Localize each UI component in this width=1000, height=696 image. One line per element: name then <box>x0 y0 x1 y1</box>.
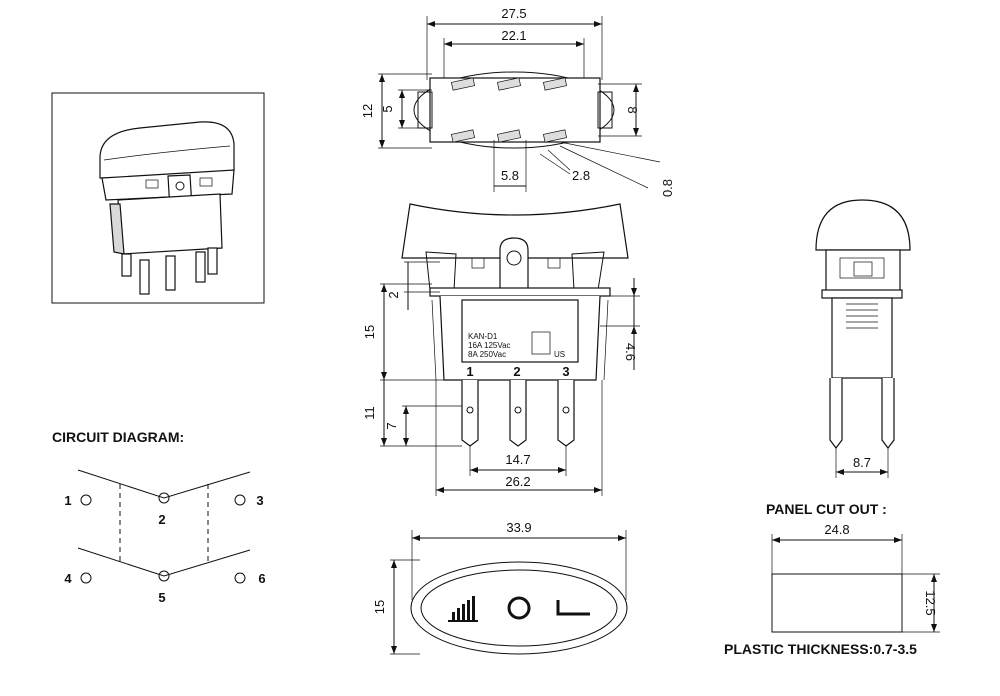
circuit-pin-1: 1 <box>64 493 71 508</box>
dim-cutout-width: 24.8 <box>824 522 849 537</box>
side-view: 8.7 <box>815 199 911 478</box>
dim-terminal-width: 2.8 <box>572 168 590 183</box>
dim-terminal-spacing: 5.8 <box>501 168 519 183</box>
level-bars-icon <box>448 596 478 622</box>
isometric-view <box>51 92 265 304</box>
dim-top-width-inner: 22.1 <box>501 28 526 43</box>
model-marking: KAN-D1 <box>468 332 498 341</box>
circuit-pin-2: 2 <box>158 512 165 527</box>
front-pin-1-label: 1 <box>466 364 473 379</box>
dim-front-pin-span: 14.7 <box>505 452 530 467</box>
circuit-pin-4: 4 <box>64 571 72 586</box>
dim-top-height-outer: 12 <box>360 104 375 118</box>
dim-top-width-outer: 27.5 <box>501 6 526 21</box>
circuit-pin-5: 5 <box>158 590 165 605</box>
dim-front-terminal-length: 11 <box>362 406 377 420</box>
circuit-diagram: CIRCUIT DIAGRAM: 1 2 3 4 5 6 <box>52 429 266 605</box>
dim-top-height-right: 8 <box>625 106 640 113</box>
plastic-thickness-note: PLASTIC THICKNESS:0.7-3.5 <box>724 641 917 657</box>
panel-cutout: PANEL CUT OUT : 24.8 12.5 PLASTIC THICKN… <box>724 501 940 657</box>
dim-top-height-inner: 5 <box>380 105 395 112</box>
dim-cap-height: 15 <box>372 600 387 614</box>
dim-front-terminal-hole: 7 <box>384 422 399 429</box>
rating-1-marking: 16A 125Vac <box>468 341 511 350</box>
circuit-title: CIRCUIT DIAGRAM: <box>52 429 184 445</box>
dim-cap-width: 33.9 <box>506 520 531 535</box>
dim-front-total-width: 26.2 <box>505 474 530 489</box>
circuit-pin-6: 6 <box>258 571 265 586</box>
dim-cutout-height: 12.5 <box>923 590 938 615</box>
on-line-icon <box>556 600 590 616</box>
dim-front-flange: 4.6 <box>623 343 638 361</box>
front-pin-3-label: 3 <box>562 364 569 379</box>
front-view: KAN-D1 16A 125Vac 8A 250Vac US 1 2 3 2 1… <box>362 203 640 496</box>
circuit-pin-3: 3 <box>256 493 263 508</box>
panel-title: PANEL CUT OUT : <box>766 501 887 517</box>
dim-side-width: 8.7 <box>853 455 871 470</box>
off-circle-icon <box>507 596 531 620</box>
cap-face-view: 33.9 15 <box>372 520 628 655</box>
rating-2-marking: 8A 250Vac <box>468 350 506 359</box>
cert-marking: US <box>554 350 565 359</box>
front-pin-2-label: 2 <box>513 364 520 379</box>
dim-front-offset: 2 <box>386 291 401 298</box>
top-view: 27.5 22.1 12 5 <box>360 6 675 197</box>
dim-front-body-height: 15 <box>362 325 377 339</box>
dim-terminal-thickness: 0.8 <box>660 179 675 197</box>
